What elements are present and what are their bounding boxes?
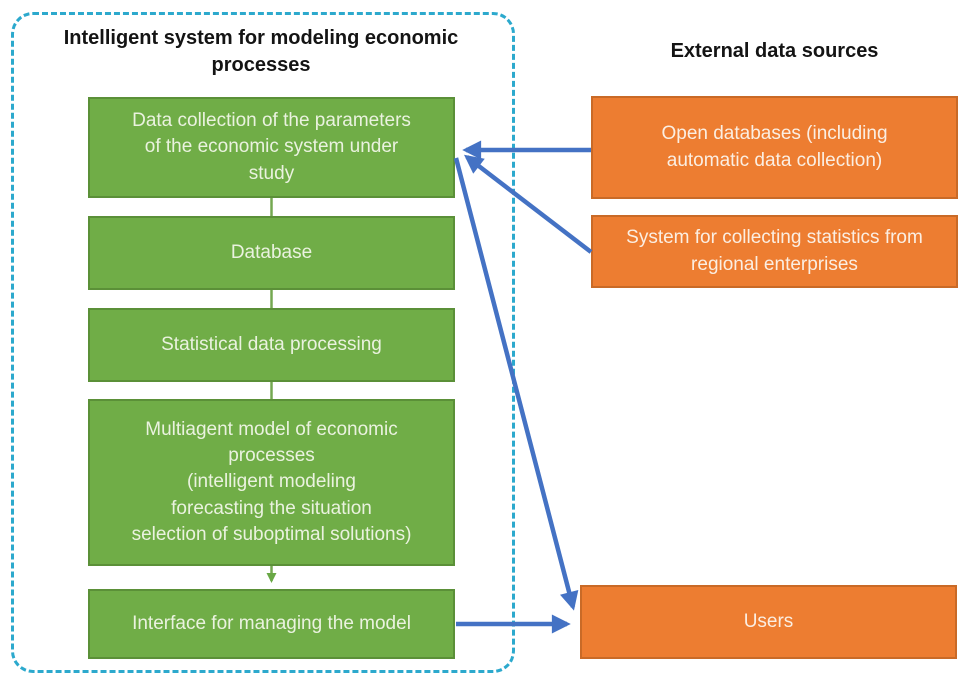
- box-statistics-system: System for collecting statistics from re…: [591, 215, 958, 288]
- box-statistical-processing: Statistical data processing: [88, 308, 455, 382]
- box-database-label: Database: [230, 241, 313, 263]
- left-panel-title: Intelligent system for modeling economic…: [63, 27, 459, 76]
- box-model-interface: Interface for managing the model: [88, 589, 455, 659]
- box-users: Users: [580, 585, 957, 659]
- box-statistical-processing-label: Statistical data processing: [161, 333, 382, 355]
- box-users-label: Users: [743, 610, 794, 632]
- box-database: Database: [88, 216, 455, 290]
- box-statistics-system-label: System for collecting statistics from re…: [626, 227, 923, 275]
- right-panel-title: External data sources: [670, 40, 879, 62]
- box-open-databases: Open databases (including automatic data…: [591, 96, 958, 199]
- box-open-databases-label: Open databases (including automatic data…: [661, 123, 888, 171]
- box-multiagent-model-label: Multiagent model of economic processes (…: [131, 419, 412, 545]
- box-data-collection: Data collection of the parameters of the…: [88, 97, 455, 198]
- box-multiagent-model: Multiagent model of economic processes (…: [88, 399, 455, 566]
- box-data-collection-label: Data collection of the parameters of the…: [132, 110, 411, 184]
- box-model-interface-label: Interface for managing the model: [132, 612, 411, 634]
